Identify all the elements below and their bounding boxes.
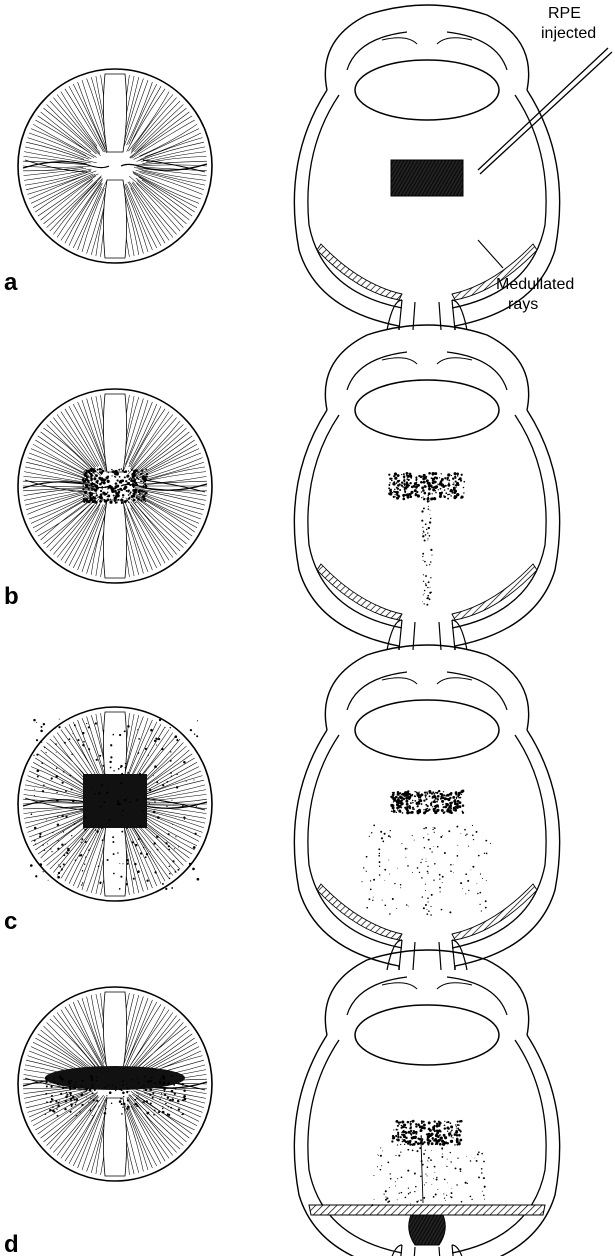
medullated-band-right bbox=[452, 884, 537, 940]
medullated-band-right bbox=[452, 564, 537, 620]
panel-b: b bbox=[4, 325, 560, 650]
lens bbox=[355, 380, 499, 440]
lens bbox=[355, 1005, 499, 1065]
panel-c: c bbox=[4, 645, 560, 970]
eye-cross-section bbox=[294, 950, 559, 1256]
annotation-rpe-line1: RPE bbox=[548, 5, 581, 22]
annotation-medullated-line1: Medullated bbox=[496, 276, 574, 293]
vertical-meridian-lower bbox=[103, 500, 126, 578]
injection-needle bbox=[478, 48, 608, 170]
rpe-block bbox=[391, 160, 463, 196]
annotation-rpe-line2: injected bbox=[541, 25, 596, 42]
vertical-meridian-lower bbox=[103, 1098, 126, 1176]
rpe-cap bbox=[388, 472, 465, 500]
panel-label: c bbox=[4, 908, 17, 935]
rpe-spread-left bbox=[371, 1147, 428, 1206]
fundus-view bbox=[18, 987, 212, 1181]
fundus-view bbox=[18, 707, 212, 901]
panel-d: d bbox=[4, 950, 560, 1256]
eye-cross-section bbox=[294, 325, 559, 650]
rpe-stalk bbox=[421, 497, 432, 606]
panel-label: d bbox=[4, 1231, 19, 1256]
iris-inner bbox=[382, 983, 472, 989]
rpe-spread-right bbox=[427, 1147, 486, 1206]
panel-label: a bbox=[4, 269, 18, 296]
annotation-medullated-line2: rays bbox=[508, 296, 538, 313]
medullated-band-left bbox=[317, 244, 402, 300]
panel-label: b bbox=[4, 583, 19, 610]
vertical-meridian-lower bbox=[103, 818, 126, 896]
panel-a: a bbox=[4, 5, 560, 330]
medullated-band bbox=[309, 1205, 545, 1215]
optic-nerve bbox=[387, 940, 467, 970]
medullated-band-left bbox=[317, 884, 402, 940]
vertical-meridian-lower bbox=[103, 180, 126, 258]
sclera-outer bbox=[294, 730, 559, 970]
retina-boundary bbox=[308, 735, 546, 948]
iris-inner bbox=[382, 38, 472, 44]
rpe-cap bbox=[390, 790, 464, 815]
sclera-outer bbox=[294, 90, 559, 330]
medullated-band-left bbox=[317, 564, 402, 620]
optic-nerve bbox=[387, 1245, 467, 1256]
vertical-meridian-upper bbox=[103, 394, 126, 472]
fundus-view bbox=[18, 389, 212, 583]
vertical-meridian-upper bbox=[103, 992, 126, 1070]
injection-needle-edge bbox=[480, 52, 612, 174]
fundus-view bbox=[18, 69, 212, 263]
iris-inner bbox=[382, 678, 472, 684]
rpe-spread-right bbox=[423, 825, 491, 916]
iris-inner bbox=[382, 358, 472, 364]
retina-boundary bbox=[308, 415, 546, 628]
eye-cross-section bbox=[294, 645, 559, 970]
detached-retina-fold bbox=[409, 1215, 446, 1245]
vertical-meridian-upper bbox=[103, 74, 126, 152]
lens bbox=[355, 60, 499, 120]
lesion-core bbox=[83, 774, 147, 828]
leader-line bbox=[478, 240, 503, 268]
vitreous-strand bbox=[421, 1141, 423, 1203]
rpe-spread-left bbox=[361, 825, 432, 915]
lens bbox=[355, 700, 499, 760]
rpe-cap bbox=[391, 1120, 462, 1146]
